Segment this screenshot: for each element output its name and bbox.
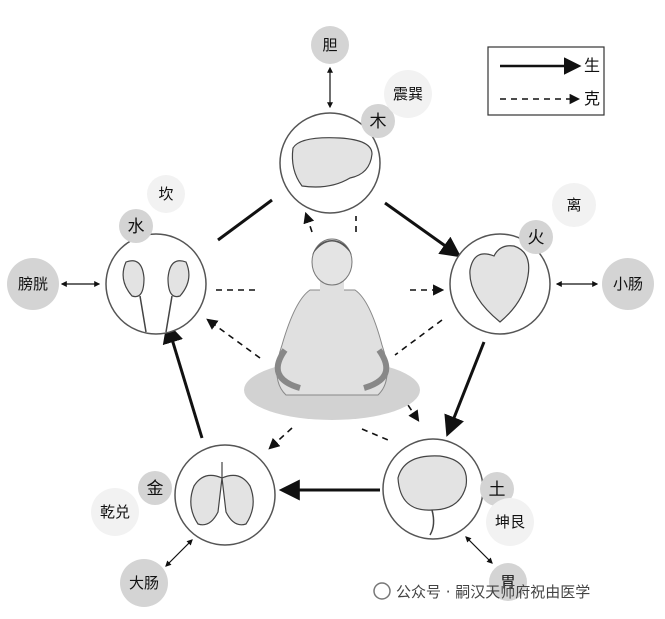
metal-badge bbox=[138, 471, 172, 505]
figure-hair bbox=[312, 240, 352, 255]
figure-torso bbox=[276, 289, 388, 396]
water-badge bbox=[119, 209, 153, 243]
metal-trigram-label: 乾兑 bbox=[100, 503, 130, 521]
wood-element-label: 木 bbox=[370, 112, 387, 132]
legend-solid-label: 生 bbox=[584, 56, 600, 75]
arrow-metal-to-wood bbox=[303, 211, 315, 233]
metal-trigram-badge bbox=[91, 488, 139, 536]
earth-element-label: 土 bbox=[489, 480, 506, 500]
water-circle bbox=[105, 233, 207, 335]
stomach-label: 胃 bbox=[500, 573, 515, 591]
fire-element-label: 火 bbox=[528, 228, 545, 248]
wechat-icon bbox=[373, 582, 391, 600]
arrow-earth-to-water bbox=[206, 318, 261, 359]
arrow-wood-to-fire bbox=[384, 201, 462, 258]
node-metal: 金 乾兑 大肠 bbox=[91, 444, 276, 607]
lungs-illustration bbox=[190, 462, 254, 526]
fire-badge bbox=[519, 220, 553, 254]
ureters bbox=[139, 295, 173, 333]
metal-element-label: 金 bbox=[147, 479, 164, 499]
gallbladder-label: 胆 bbox=[322, 36, 337, 54]
legend: 生 克 bbox=[487, 46, 605, 116]
arrow-fire-to-metal-start bbox=[394, 319, 443, 356]
gallbladder-badge bbox=[311, 26, 349, 64]
legend-dashed-label: 克 bbox=[584, 89, 600, 108]
arrow-metal-dash bbox=[361, 428, 389, 441]
liver-illustration bbox=[291, 137, 373, 188]
fire-trigram-label: 离 bbox=[566, 196, 581, 214]
controlling-cycle bbox=[206, 211, 445, 450]
stomach-tube bbox=[429, 509, 435, 536]
generating-cycle bbox=[162, 198, 486, 501]
arrow-fire-to-earth bbox=[444, 341, 486, 437]
meditating-figure bbox=[244, 238, 420, 420]
legend-box bbox=[487, 46, 605, 116]
node-earth: 土 坤艮 胃 bbox=[382, 438, 534, 601]
figure-head bbox=[311, 238, 353, 286]
watermark: 公众号 · 嗣汉天师府祝由医学 bbox=[373, 582, 590, 601]
heart-illustration bbox=[469, 245, 530, 323]
large-intestine-label: 大肠 bbox=[129, 574, 159, 592]
wood-badge bbox=[361, 104, 395, 138]
small-intestine-badge bbox=[602, 258, 654, 310]
arrow-metal-to-water bbox=[162, 321, 204, 439]
node-fire: 火 离 小肠 bbox=[449, 183, 654, 335]
water-trigram-badge bbox=[147, 175, 185, 213]
bladder-badge bbox=[7, 258, 59, 310]
water-element-label: 水 bbox=[128, 217, 145, 237]
arrow-water-to-wood bbox=[217, 198, 273, 242]
earth-trigram-label: 坤艮 bbox=[495, 513, 525, 531]
arrow-fire-to-metal bbox=[268, 427, 293, 450]
metal-organ-link bbox=[165, 539, 193, 567]
node-water: 水 坎 膀胱 bbox=[7, 175, 207, 335]
kidneys-illustration bbox=[122, 260, 190, 298]
water-trigram-label: 坎 bbox=[158, 185, 173, 203]
stomach-illustration bbox=[397, 455, 468, 511]
small-intestine-label: 小肠 bbox=[613, 275, 643, 293]
earth-trigram-badge bbox=[486, 498, 534, 546]
earth-badge bbox=[480, 472, 514, 506]
earth-organ-link bbox=[465, 536, 493, 564]
wood-trigram-badge bbox=[384, 70, 432, 118]
node-wood: 木 震巽 胆 bbox=[279, 26, 432, 214]
figure-left-arm bbox=[274, 348, 301, 391]
large-intestine-badge bbox=[120, 559, 168, 607]
wood-trigram-label: 震巽 bbox=[393, 85, 423, 103]
watermark-text: 公众号 · 嗣汉天师府祝由医学 bbox=[396, 583, 590, 601]
figure-right-arm bbox=[363, 348, 390, 391]
stomach-badge bbox=[489, 563, 527, 601]
bladder-label: 膀胱 bbox=[18, 275, 48, 293]
fire-trigram-badge bbox=[552, 183, 596, 227]
